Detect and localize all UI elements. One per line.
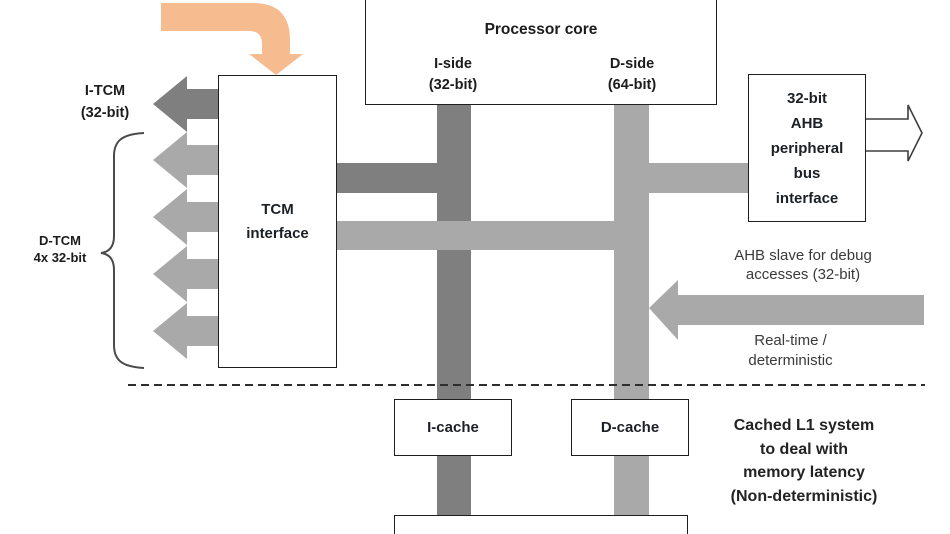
itcm-arrow-icon	[153, 76, 219, 132]
dtcm-arrow-1-icon	[153, 132, 219, 188]
itcm-label-line1: I-TCM	[84, 83, 126, 99]
i-cache-label: I-cache	[427, 419, 479, 436]
dtcm-brace	[100, 132, 145, 369]
d-cache-box: D-cache	[571, 399, 689, 456]
debug-slave-label: AHB slave for debug accesses (32-bit)	[698, 246, 908, 284]
tcm-to-dbus-horizontal-bus	[336, 221, 649, 250]
dbus-to-ahb-horizontal-bus	[649, 163, 748, 193]
d-side-vertical-bus-lower	[614, 456, 649, 516]
d-side-label: D-side (64-bit)	[582, 54, 682, 96]
dtcm-label: D-TCM 4x 32-bit	[10, 233, 110, 266]
debug-slave-label-line2: accesses (32-bit)	[745, 266, 861, 283]
dtcm-arrow-3-icon	[153, 246, 219, 302]
bottom-memory-box	[394, 515, 688, 534]
realtime-label-line2: deterministic	[748, 351, 833, 369]
itcm-label-line2: (32-bit)	[80, 105, 130, 121]
ahb-master-out-arrow-icon	[863, 104, 923, 162]
i-side-label-line1: I-side	[434, 56, 472, 72]
tcm-interface-box: TCM interface	[218, 75, 337, 368]
i-side-vertical-bus	[437, 105, 471, 399]
processor-core-box	[365, 0, 717, 105]
cached-l1-label-line2: to deal with	[760, 440, 848, 458]
ahb-label-line5: interface	[775, 189, 839, 207]
i-side-vertical-bus-lower	[437, 456, 471, 516]
d-cache-label: D-cache	[600, 419, 660, 436]
cached-l1-label: Cached L1 system to deal with memory lat…	[700, 414, 908, 508]
ahb-label-line1: 32-bit	[786, 89, 827, 107]
tcm-interface-label-line2: interface	[246, 224, 309, 242]
cached-l1-label-line4: (Non-deterministic)	[730, 487, 878, 505]
debug-slave-label-line1: AHB slave for debug	[734, 247, 872, 264]
dtcm-arrow-2-icon	[153, 189, 219, 245]
d-side-label-line2: (64-bit)	[607, 77, 657, 93]
tcm-to-ibus-horizontal-bus	[336, 163, 471, 193]
ahb-label-line2: AHB	[790, 114, 824, 132]
dtcm-arrow-4-icon	[153, 303, 219, 359]
i-cache-box: I-cache	[394, 399, 512, 456]
ahb-label-line4: bus	[793, 164, 821, 182]
d-side-vertical-bus	[614, 105, 649, 399]
realtime-label-line1: Real-time /	[754, 332, 827, 349]
cached-l1-label-line1: Cached L1 system	[733, 417, 875, 434]
debug-access-arrow-icon	[649, 280, 924, 340]
i-side-label: I-side (32-bit)	[403, 54, 503, 96]
realtime-label: Real-time / deterministic	[708, 331, 873, 370]
i-side-label-line2: (32-bit)	[428, 77, 478, 93]
dtcm-label-line1: D-TCM	[39, 233, 81, 248]
tcm-interface-label-line1: TCM	[261, 200, 294, 218]
d-side-label-line1: D-side	[609, 56, 655, 72]
cached-l1-label-line3: memory latency	[743, 464, 865, 481]
itcm-label: I-TCM (32-bit)	[55, 80, 155, 124]
ahb-label-line3: peripheral	[770, 139, 844, 157]
ahb-peripheral-box: 32-bit AHB peripheral bus interface	[748, 74, 866, 222]
dtcm-label-line2: 4x 32-bit	[33, 249, 87, 265]
orange-entry-arrow-icon	[161, 3, 303, 75]
processor-core-title: Processor core	[484, 21, 598, 38]
